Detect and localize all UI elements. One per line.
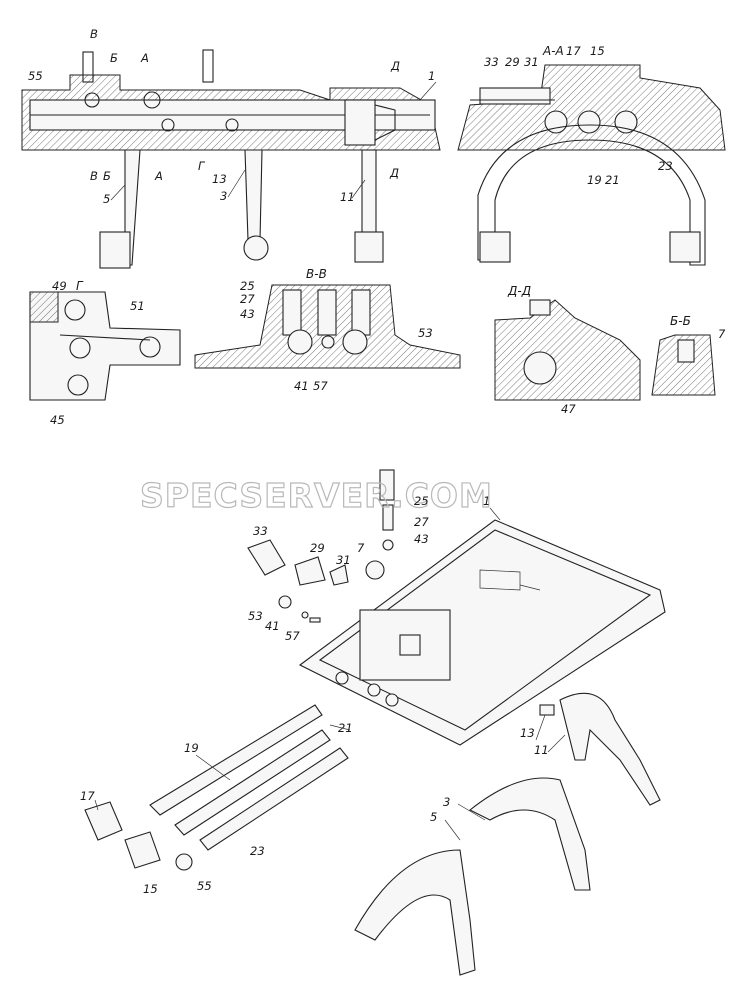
- callout-label: 43: [414, 532, 429, 546]
- callout-label: 5: [430, 810, 437, 824]
- callout-label: 27: [240, 292, 255, 306]
- callout-label: 57: [285, 629, 300, 643]
- callout-label: 13: [520, 726, 535, 740]
- callout-label: 29: [310, 541, 325, 555]
- callout-label: 5: [103, 192, 110, 206]
- callout-label: 31: [336, 553, 351, 567]
- callout-label: 15: [143, 882, 158, 896]
- callout-label: 53: [248, 609, 263, 623]
- callout-label: 33: [253, 524, 268, 538]
- callout-label: 53: [418, 326, 433, 340]
- cut-mark: А: [140, 51, 149, 65]
- callout-label: 15: [590, 44, 605, 58]
- callout-label: 17: [80, 789, 95, 803]
- cut-mark: В: [90, 169, 98, 183]
- callout-label: 51: [130, 299, 145, 313]
- section-label-g: Г: [76, 279, 84, 293]
- callout-label: 41: [294, 379, 309, 393]
- callout-label: 41: [265, 619, 280, 633]
- callout-label: 25: [240, 279, 255, 293]
- cut-mark: Б: [103, 169, 111, 183]
- callout-label: 57: [313, 379, 328, 393]
- section-bb-view: [651, 334, 716, 396]
- callout-label: 23: [250, 844, 265, 858]
- callout-label: 13: [212, 172, 227, 186]
- callout-label: 11: [534, 743, 549, 757]
- callout-label: 45: [50, 413, 65, 427]
- watermark-text: SPECSERVER.COM: [140, 476, 493, 515]
- section-dd-view: [494, 299, 641, 401]
- cut-mark: Г: [198, 159, 206, 173]
- callout-label: 19: [587, 173, 602, 187]
- callout-label: 25: [414, 494, 429, 508]
- callout-label: 55: [197, 879, 212, 893]
- cut-mark: Б: [110, 51, 118, 65]
- callout-label: 19: [184, 741, 199, 755]
- callout-label: 1: [428, 69, 435, 83]
- callout-label: 11: [340, 190, 355, 204]
- section-label-bb: Б-Б: [670, 314, 691, 328]
- callout-label: 21: [605, 173, 620, 187]
- callout-label: 27: [414, 515, 429, 529]
- cut-mark: Д: [389, 166, 399, 180]
- callout-label: 31: [524, 55, 539, 69]
- callout-label: 33: [484, 55, 499, 69]
- callout-label: 43: [240, 307, 255, 321]
- callout-label: 7: [718, 327, 726, 341]
- callout-label: 29: [505, 55, 520, 69]
- section-vv-view: [194, 284, 461, 369]
- callout-label: 49: [52, 279, 67, 293]
- callout-label: 55: [28, 69, 43, 83]
- callout-label: 23: [658, 159, 673, 173]
- callout-label: 17: [566, 44, 581, 58]
- callout-label: 21: [338, 721, 353, 735]
- cut-mark: Д: [390, 59, 400, 73]
- section-label-vv: В-В: [306, 267, 327, 281]
- view-g: [29, 291, 181, 401]
- callout-label: 1: [483, 494, 490, 508]
- exploded-view: [84, 469, 666, 976]
- cut-mark: А: [154, 169, 163, 183]
- section-label-aa: А-А: [542, 44, 564, 58]
- callout-label: 3: [220, 189, 227, 203]
- section-aa-view: [457, 64, 726, 266]
- cut-mark: В: [90, 27, 98, 41]
- section-label-dd: Д-Д: [507, 284, 531, 298]
- callout-label: 7: [357, 541, 365, 555]
- main-section-view: [21, 49, 441, 269]
- callout-label: 3: [443, 795, 450, 809]
- callout-label: 47: [561, 402, 576, 416]
